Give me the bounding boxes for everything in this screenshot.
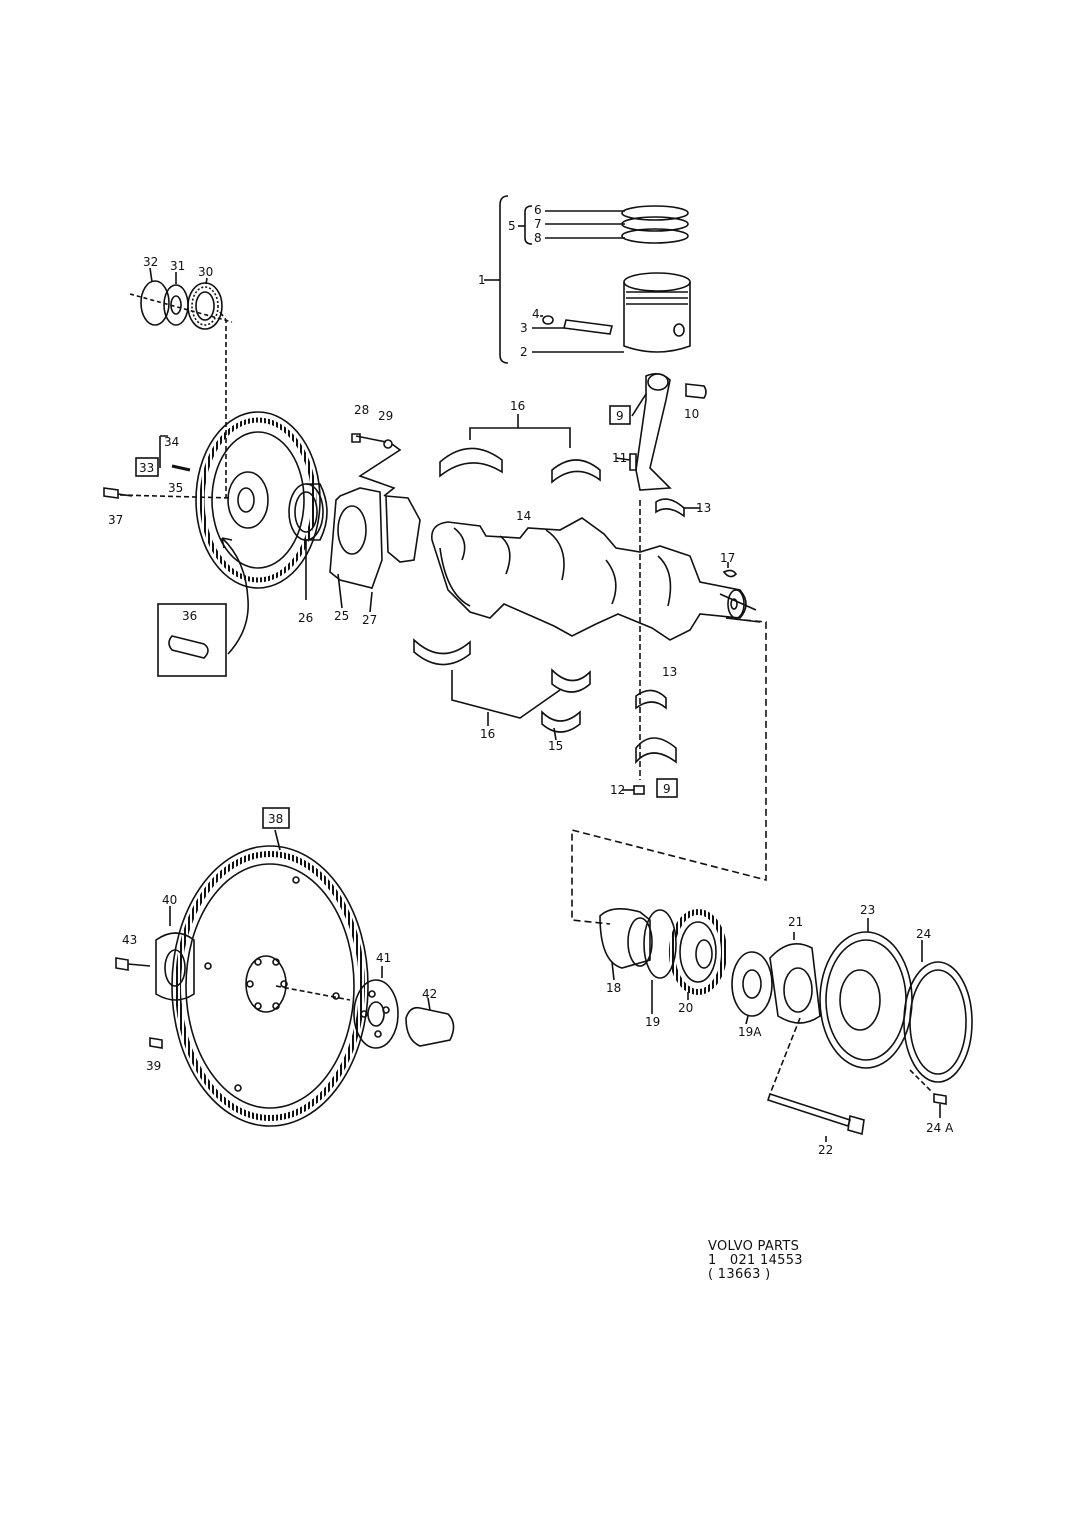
label-24: 24 xyxy=(916,927,931,941)
label-24A: 24 A xyxy=(926,1121,954,1135)
label-22: 22 xyxy=(818,1143,833,1157)
label-7: 7 xyxy=(534,217,542,231)
label-29: 29 xyxy=(378,409,393,423)
label-20: 20 xyxy=(678,1001,693,1015)
main-bearing-shells-lower xyxy=(413,562,738,741)
label-42: 42 xyxy=(422,987,437,1001)
label-36: 36 xyxy=(182,609,197,623)
label-5: 5 xyxy=(508,219,516,233)
label-1: 1 xyxy=(478,273,486,287)
label-37: 37 xyxy=(108,513,123,527)
rear-bearing-group xyxy=(129,267,233,498)
label-19: 19 xyxy=(645,1015,660,1029)
label-32: 32 xyxy=(143,255,158,269)
label-43: 43 xyxy=(122,933,137,947)
label-2: 2 xyxy=(520,345,528,359)
label-26: 26 xyxy=(298,611,313,625)
label-11: 11 xyxy=(612,451,627,465)
label-4: 4 xyxy=(532,307,540,321)
label-9-upper: 9 xyxy=(616,409,624,423)
footer-reference: ( 13663 ) xyxy=(708,1267,771,1282)
front-pulley-group xyxy=(599,908,973,1142)
label-39: 39 xyxy=(146,1059,161,1073)
label-19A: 19A xyxy=(738,1025,762,1039)
label-14: 14 xyxy=(516,509,531,523)
label-15: 15 xyxy=(548,739,563,753)
label-16-upper: 16 xyxy=(510,399,525,413)
label-30: 30 xyxy=(198,265,213,279)
label-9-lower: 9 xyxy=(663,782,671,796)
flywheel-upper xyxy=(103,411,328,655)
rear-seal-housing xyxy=(329,433,421,613)
label-17: 17 xyxy=(720,551,735,565)
main-bearing-shells-upper xyxy=(439,414,601,484)
label-box-38 xyxy=(262,807,290,829)
label-8: 8 xyxy=(534,231,542,245)
label-38: 38 xyxy=(268,812,283,826)
label-3: 3 xyxy=(520,321,528,335)
label-35: 35 xyxy=(168,481,183,495)
label-31: 31 xyxy=(170,259,185,273)
label-12: 12 xyxy=(610,783,625,797)
label-33: 33 xyxy=(139,461,154,475)
label-18: 18 xyxy=(606,981,621,995)
flywheel-lower xyxy=(115,829,455,1127)
crankshaft xyxy=(431,517,761,641)
label-21: 21 xyxy=(788,915,803,929)
footer-part-number: 1 021 14553 xyxy=(708,1253,803,1268)
label-10: 10 xyxy=(684,407,699,421)
axis-line-front xyxy=(571,619,767,925)
label-13-upper: 13 xyxy=(696,501,711,515)
piston-assembly xyxy=(484,195,691,364)
label-27: 27 xyxy=(362,613,377,627)
label-28: 28 xyxy=(354,403,369,417)
label-34: 34 xyxy=(164,435,179,449)
label-16-lower: 16 xyxy=(480,727,495,741)
label-23: 23 xyxy=(860,903,875,917)
pin-box-36 xyxy=(157,603,227,677)
label-41: 41 xyxy=(376,951,391,965)
label-box-9-lower xyxy=(656,778,678,798)
label-box-33 xyxy=(135,457,159,477)
label-25: 25 xyxy=(334,609,349,623)
parts-reference-block: VOLVO PARTS 1 021 14553 ( 13663 ) xyxy=(708,1240,803,1282)
footer-brand: VOLVO PARTS xyxy=(708,1239,800,1254)
label-13-lower: 13 xyxy=(662,665,677,679)
label-6: 6 xyxy=(534,203,542,217)
label-box-9-upper xyxy=(609,405,631,425)
connecting-rod xyxy=(615,372,707,795)
label-40: 40 xyxy=(162,893,177,907)
